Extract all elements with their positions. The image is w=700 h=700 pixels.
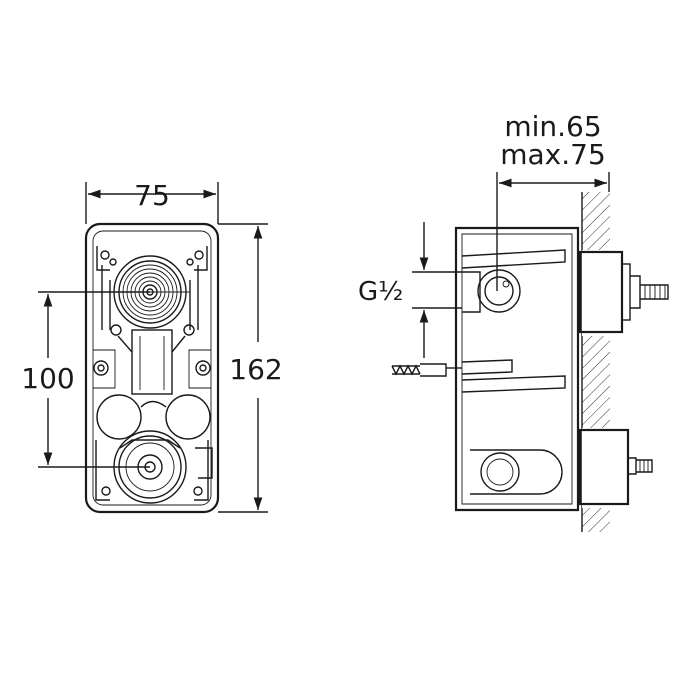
wall-cutout-bottom xyxy=(582,428,610,508)
side-view xyxy=(391,192,669,532)
port-bridge xyxy=(140,400,167,408)
spindle-spline xyxy=(644,285,666,299)
rear-mount-bottom xyxy=(578,428,630,506)
port-left xyxy=(96,394,142,440)
central-channel xyxy=(131,329,173,395)
lower-bracket xyxy=(95,440,209,501)
lower-cartridge xyxy=(113,430,187,504)
side-port-top-dot xyxy=(502,280,510,288)
side-port-top-inner xyxy=(484,276,514,306)
height-label: 162 xyxy=(229,353,282,386)
side-body-outline xyxy=(454,226,580,512)
screw-thread xyxy=(391,364,421,376)
thread-label: G½ xyxy=(358,277,403,307)
rib-mid xyxy=(461,359,513,375)
dimension-width xyxy=(85,182,219,224)
wall-cutout-top xyxy=(582,250,610,336)
side-boss xyxy=(93,349,211,389)
width-label: 75 xyxy=(134,179,170,212)
side-port-bottom xyxy=(480,452,520,492)
rear-spindle-bottom-base xyxy=(628,457,637,475)
channel-inner xyxy=(139,336,165,390)
rib-low xyxy=(461,375,566,393)
mount-hole-right xyxy=(195,360,211,376)
dimension-spacing xyxy=(38,291,150,468)
rib xyxy=(117,335,186,353)
screw-hole xyxy=(194,250,204,260)
spacing-label: 100 xyxy=(21,362,74,395)
side-body-inner xyxy=(461,233,573,505)
top-bracket xyxy=(96,246,208,271)
front-body-inner xyxy=(92,230,212,506)
lower-lug xyxy=(195,447,213,479)
rib-top xyxy=(461,249,566,269)
dimension-depth xyxy=(496,172,610,291)
side-port-bottom-inner xyxy=(486,458,514,486)
mount-hole-left-inner xyxy=(97,364,105,372)
screw-hole xyxy=(186,258,194,266)
side-rail xyxy=(101,265,199,330)
front-body-outline xyxy=(84,222,220,514)
screw-hole xyxy=(183,324,195,336)
rear-spindle xyxy=(640,284,669,300)
screw-hole xyxy=(193,486,203,496)
depth-max-label: max.75 xyxy=(500,138,606,171)
screw-hole xyxy=(110,324,122,336)
mount-hole-right-inner xyxy=(199,364,207,372)
dimension-height xyxy=(218,223,268,513)
rear-mount-top-flange xyxy=(621,263,631,321)
port-right xyxy=(165,394,211,440)
depth-min-label: min.65 xyxy=(504,110,601,143)
mount-hole-left xyxy=(93,360,109,376)
side-port-top xyxy=(477,269,521,313)
side-port-bottom-housing xyxy=(470,449,563,495)
rear-spindle-base xyxy=(630,275,641,309)
side-port-top-housing xyxy=(462,271,481,313)
screw-head xyxy=(420,363,447,377)
screw-hole xyxy=(100,250,110,260)
screw-hole xyxy=(101,486,111,496)
dimension-thread xyxy=(412,222,462,358)
screw-hole xyxy=(109,258,117,266)
spindle-bottom-spline xyxy=(639,460,649,472)
front-view xyxy=(84,222,220,514)
